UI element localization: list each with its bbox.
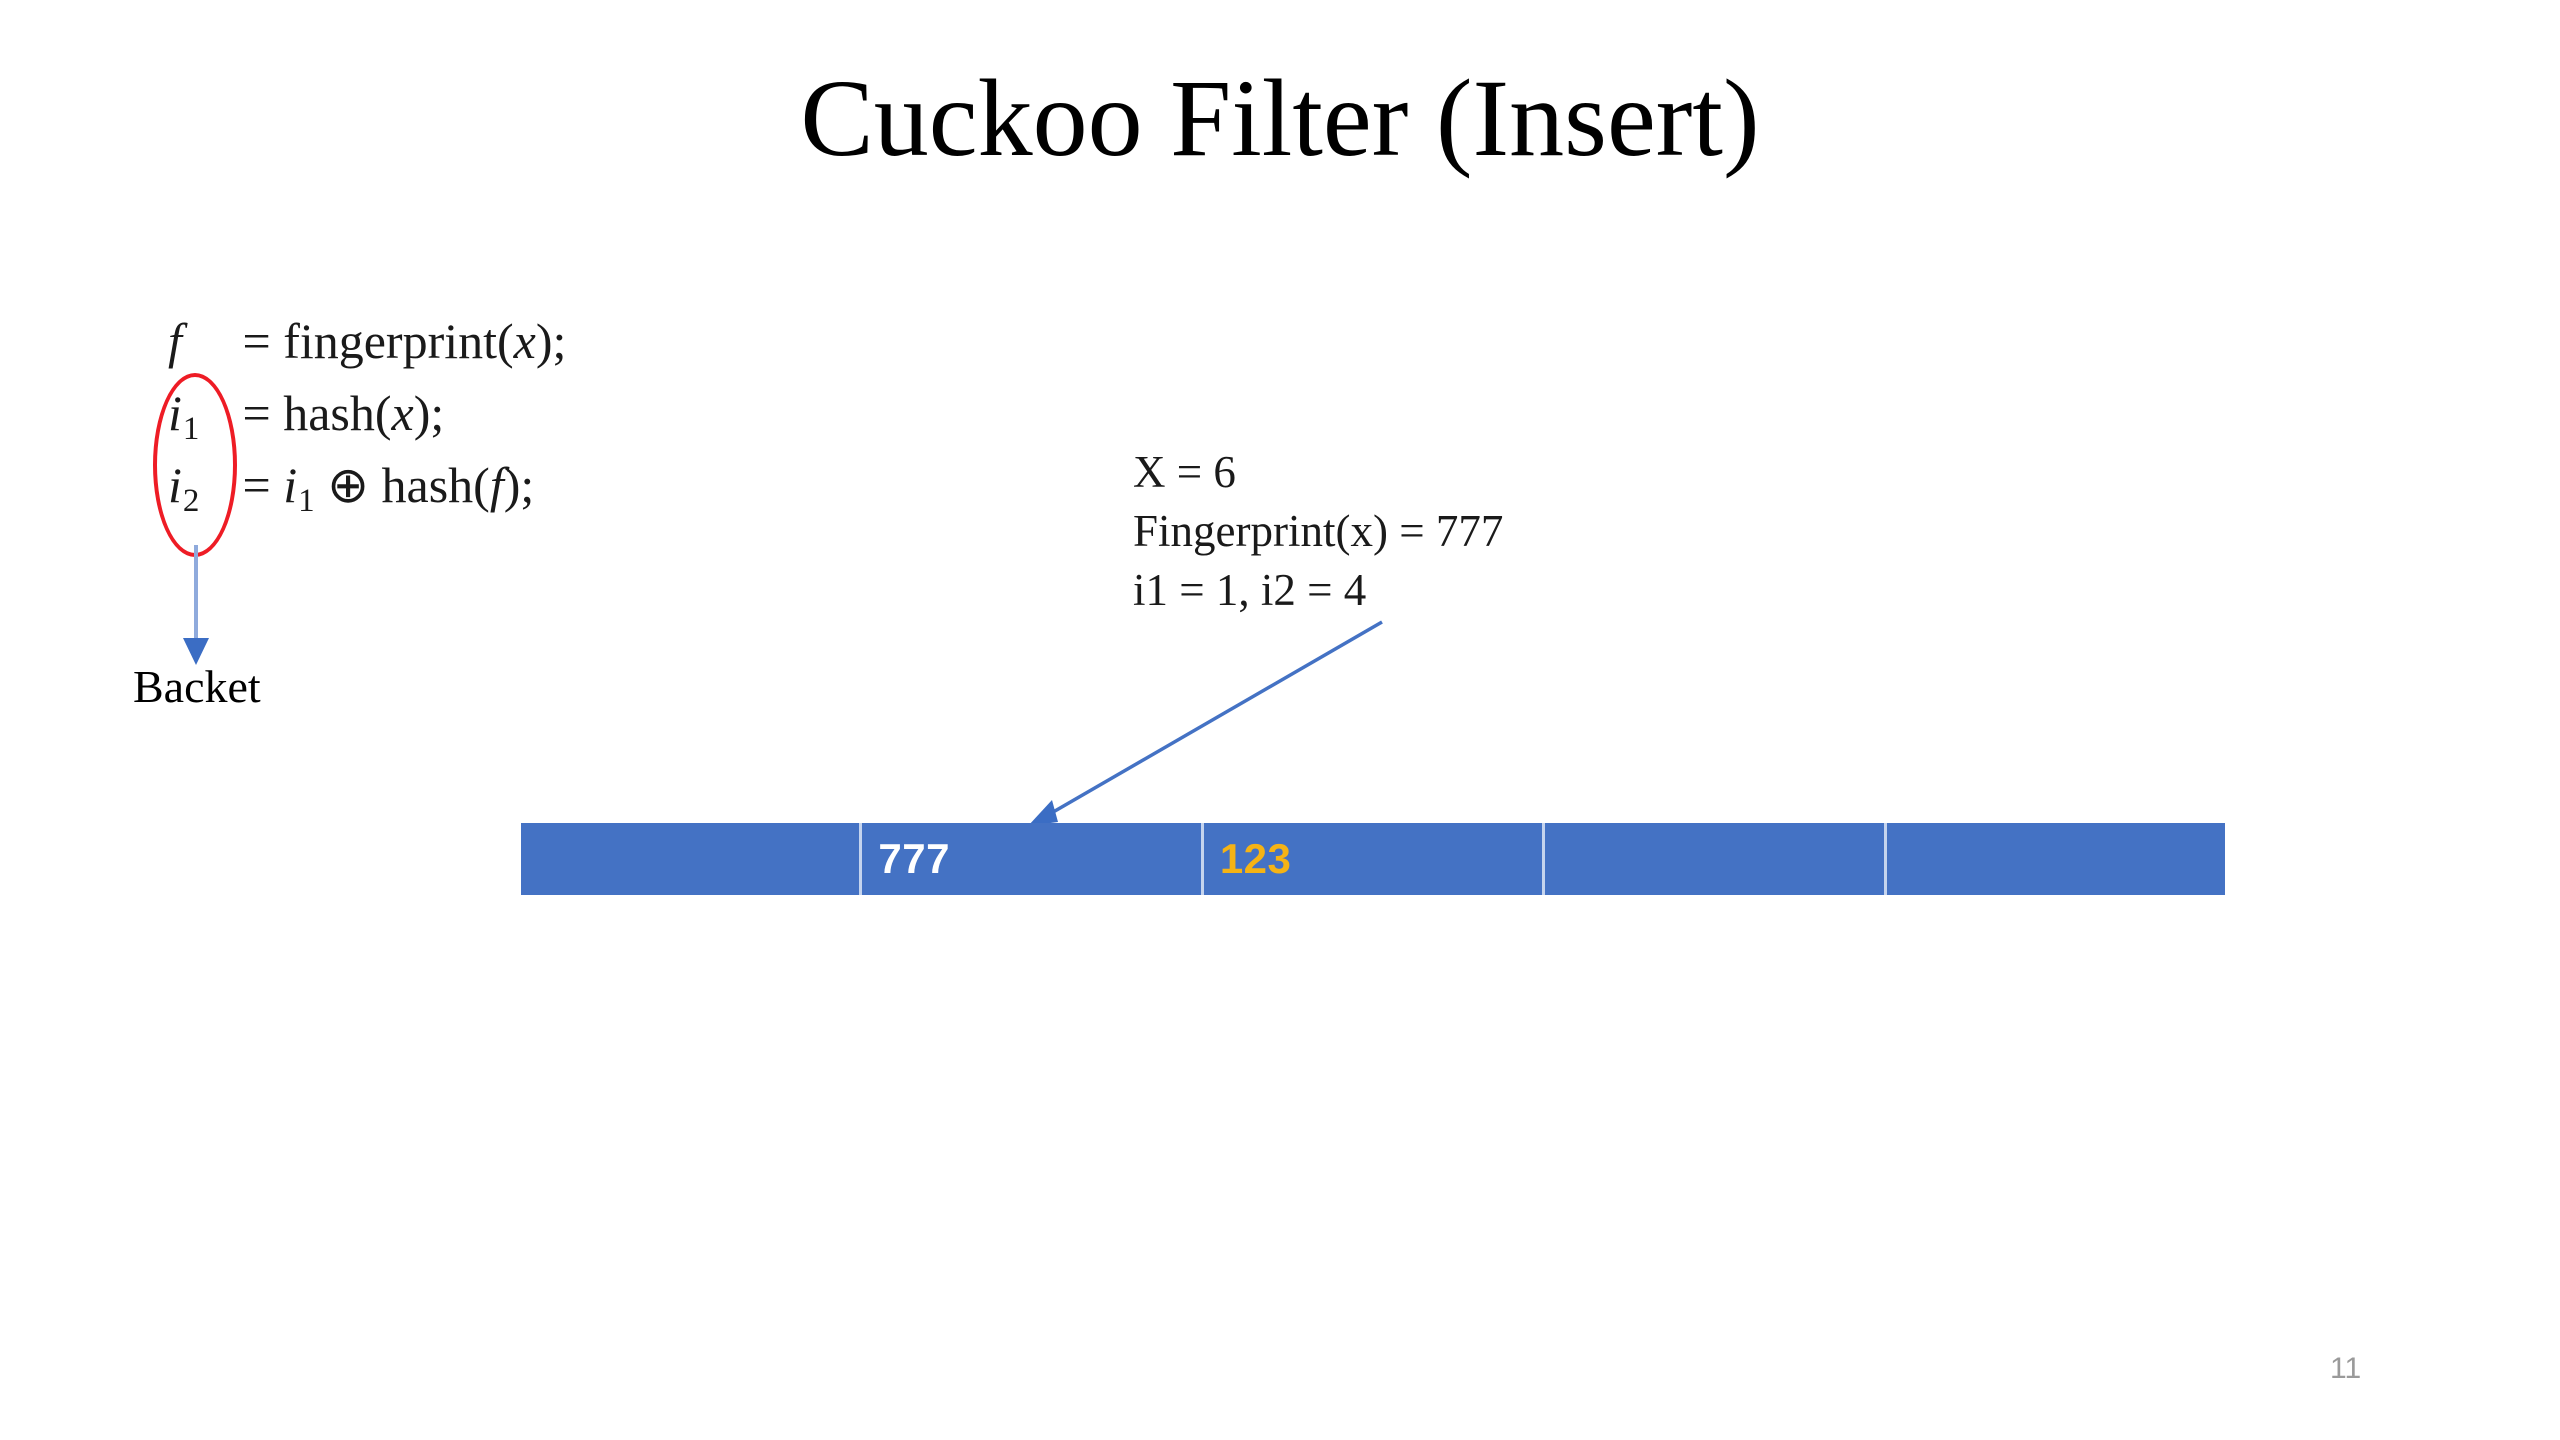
formula-lhs-f: f [168, 305, 230, 377]
formula-line-fingerprint: f = fingerprint(x); [168, 305, 566, 377]
bucket-cell-4[interactable] [1886, 823, 2226, 895]
backet-label: Backet [133, 661, 261, 712]
arrow-shaft [1047, 620, 1383, 817]
xor-icon: ⊕ [327, 457, 370, 513]
formula-rhs-fingerprint-post: ); [535, 313, 567, 369]
example-line-indices: i1 = 1, i2 = 4 [1133, 565, 1367, 615]
bucket-table: 777 123 [521, 823, 2226, 895]
formula-rhs-fingerprint-pre: = fingerprint( [242, 313, 514, 369]
bucket-cell-1[interactable]: 777 [862, 823, 1204, 895]
example-line-x: X = 6 [1133, 447, 1236, 497]
arrow-ellipse-to-backet [183, 545, 209, 665]
formula-rhs-hash-var: x [391, 385, 414, 441]
formula-rhs-hash-pre: hash( [381, 457, 490, 513]
example-annotation-block: X = 6 Fingerprint(x) = 777 i1 = 1, i2 = … [1133, 443, 1503, 620]
page-title: Cuckoo Filter (Insert) [800, 57, 1760, 179]
bucket-cell-3[interactable] [1545, 823, 1887, 895]
bucket-cell-2[interactable]: 123 [1203, 823, 1546, 895]
red-ellipse-highlight [153, 373, 237, 557]
formula-rhs-hash-post: ); [413, 385, 445, 441]
formula-rhs-i: i [283, 457, 298, 513]
bucket-cell-value: 777 [878, 835, 950, 882]
formula-var-f: f [168, 313, 182, 369]
slide-number: 11 [2330, 1352, 2362, 1385]
bucket-cell-value: 123 [1219, 835, 1292, 882]
formula-rhs-fingerprint-var: x [513, 313, 536, 369]
formula-rhs-hash-var-f: f [489, 457, 504, 513]
arrow-head [183, 638, 209, 665]
example-line-fingerprint: Fingerprint(x) = 777 [1133, 506, 1504, 556]
arrow-head [1028, 800, 1058, 826]
formula-rhs-hash-post: ); [503, 457, 535, 513]
formula-rhs-hash-pre: = hash( [242, 385, 392, 441]
formula-rhs-i-sub: 1 [298, 483, 315, 520]
formula-equals: = [242, 457, 271, 513]
bucket-cell-0[interactable] [521, 823, 863, 895]
arrow-example-to-bucket-cell [1028, 620, 1383, 826]
